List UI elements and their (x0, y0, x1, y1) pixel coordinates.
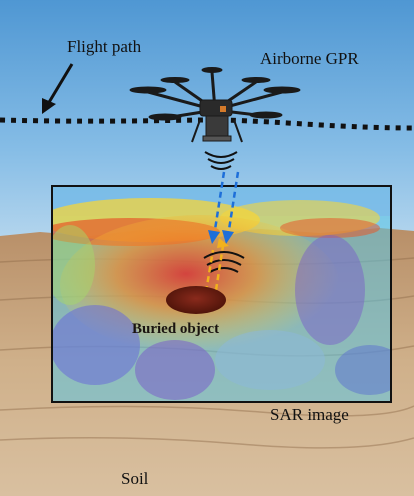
sar-image-label: SAR image (270, 405, 349, 424)
buried-object-shape (166, 286, 226, 314)
radar-wave-icon (204, 151, 238, 170)
flight-path-label: Flight path (67, 37, 142, 56)
tx-signal-arrows (208, 171, 240, 244)
flight-direction-arrow-icon (42, 63, 74, 114)
buried-object-label: Buried object (132, 321, 220, 337)
drone-icon (129, 67, 301, 143)
soil-label: Soil (121, 469, 149, 488)
rx-signal-arrows (204, 238, 229, 293)
airborne-gpr-label: Airborne GPR (260, 49, 359, 68)
radar-wave-icon (203, 251, 245, 273)
